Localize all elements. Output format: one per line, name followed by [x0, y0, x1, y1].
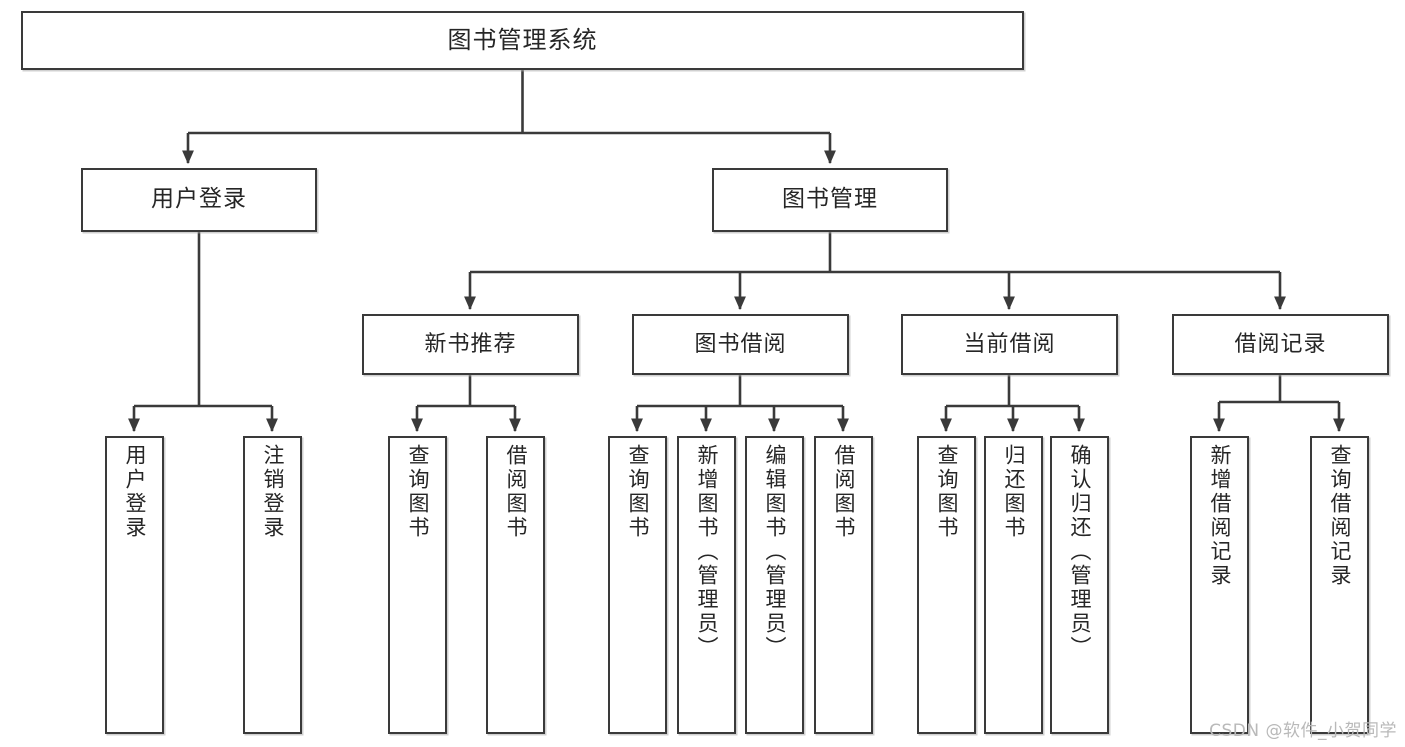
node-leaf-query-record-label: 查询借阅记录 — [1328, 444, 1352, 588]
node-book-borrow[interactable]: 图书借阅 — [632, 314, 849, 375]
node-leaf-edit-book[interactable]: 编辑图书（管理员） — [745, 436, 804, 734]
node-leaf-borrow-book-2[interactable]: 借阅图书 — [814, 436, 873, 734]
node-book-manage-label: 图书管理 — [782, 186, 878, 213]
node-book-manage[interactable]: 图书管理 — [712, 168, 948, 232]
node-leaf-edit-book-label: 编辑图书（管理员） — [763, 444, 787, 660]
node-leaf-query-book-3[interactable]: 查询图书 — [917, 436, 976, 734]
node-user-login-label: 用户登录 — [151, 186, 247, 213]
node-leaf-borrow-book-2-label: 借阅图书 — [832, 444, 856, 540]
node-borrow-record-label: 借阅记录 — [1234, 331, 1327, 357]
node-book-borrow-label: 图书借阅 — [694, 331, 787, 357]
node-leaf-add-book-label: 新增图书（管理员） — [695, 444, 719, 660]
node-leaf-confirm-return[interactable]: 确认归还（管理员） — [1050, 436, 1109, 734]
node-current-borrow-label: 当前借阅 — [963, 331, 1056, 357]
node-leaf-user-logout[interactable]: 注销登录 — [243, 436, 302, 734]
node-user-login[interactable]: 用户登录 — [81, 168, 317, 232]
node-leaf-query-book-2-label: 查询图书 — [626, 444, 650, 540]
node-new-book-recommend[interactable]: 新书推荐 — [362, 314, 579, 375]
node-leaf-query-book-3-label: 查询图书 — [935, 444, 959, 540]
node-leaf-add-record[interactable]: 新增借阅记录 — [1190, 436, 1249, 734]
node-leaf-confirm-return-label: 确认归还（管理员） — [1068, 444, 1092, 660]
node-leaf-return-book-label: 归还图书 — [1002, 444, 1026, 540]
node-leaf-user-login[interactable]: 用户登录 — [105, 436, 164, 734]
node-leaf-user-login-label: 用户登录 — [123, 444, 147, 540]
node-leaf-user-logout-label: 注销登录 — [261, 444, 285, 540]
node-borrow-record[interactable]: 借阅记录 — [1172, 314, 1389, 375]
node-root-label: 图书管理系统 — [447, 26, 598, 55]
node-leaf-borrow-book-1-label: 借阅图书 — [504, 444, 528, 540]
node-root[interactable]: 图书管理系统 — [21, 11, 1024, 70]
node-current-borrow[interactable]: 当前借阅 — [901, 314, 1118, 375]
node-leaf-query-book-1[interactable]: 查询图书 — [388, 436, 447, 734]
node-leaf-add-record-label: 新增借阅记录 — [1208, 444, 1232, 588]
node-leaf-return-book[interactable]: 归还图书 — [984, 436, 1043, 734]
node-new-book-recommend-label: 新书推荐 — [424, 331, 517, 357]
watermark: CSDN @软件_小贺同学 — [1209, 721, 1397, 741]
node-leaf-query-book-2[interactable]: 查询图书 — [608, 436, 667, 734]
node-leaf-query-record[interactable]: 查询借阅记录 — [1310, 436, 1369, 734]
node-leaf-query-book-1-label: 查询图书 — [406, 444, 430, 540]
node-leaf-add-book[interactable]: 新增图书（管理员） — [677, 436, 736, 734]
node-leaf-borrow-book-1[interactable]: 借阅图书 — [486, 436, 545, 734]
